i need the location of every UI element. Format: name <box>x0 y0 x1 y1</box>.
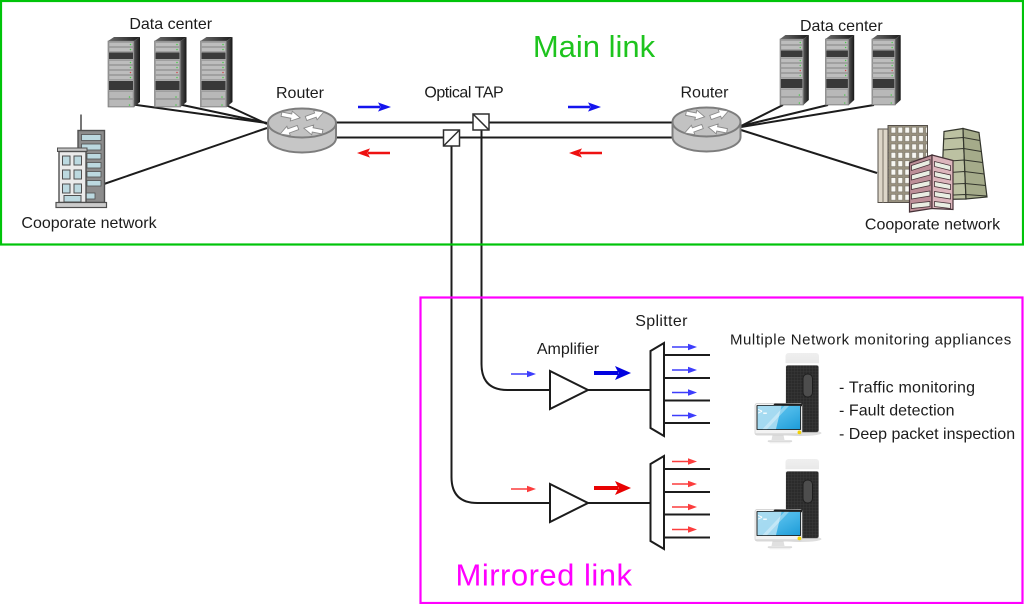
svg-text:Amplifier: Amplifier <box>537 341 600 358</box>
svg-text:Router: Router <box>276 85 325 102</box>
svg-text:Cooporate network: Cooporate network <box>21 215 157 232</box>
svg-text:Data center: Data center <box>800 18 883 35</box>
svg-text:Mirrored link: Mirrored link <box>456 557 633 592</box>
svg-text:Router: Router <box>680 84 729 101</box>
svg-text:Data center: Data center <box>129 16 212 33</box>
svg-text:Splitter: Splitter <box>635 313 688 330</box>
svg-text:Optical TAP: Optical TAP <box>424 85 503 102</box>
svg-text:Cooporate network: Cooporate network <box>865 217 1001 234</box>
svg-text:- Deep packet inspection: - Deep packet inspection <box>839 426 1015 443</box>
svg-text:Main link: Main link <box>533 29 656 64</box>
svg-text:- Fault detection: - Fault detection <box>839 403 955 420</box>
svg-text:Multiple Network monitoring ap: Multiple Network monitoring appliances <box>730 332 1012 349</box>
svg-text:- Traffic monitoring: - Traffic monitoring <box>839 380 975 397</box>
